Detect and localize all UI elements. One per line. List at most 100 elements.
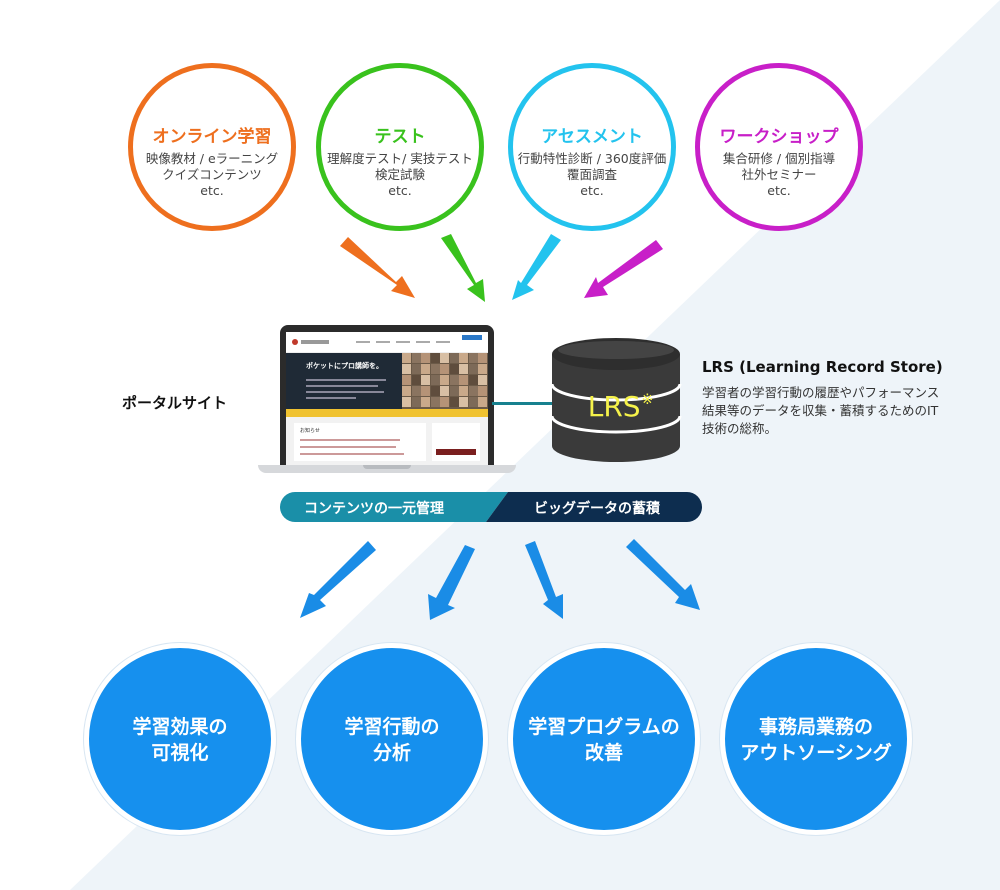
mini-photo-tile [421,353,430,363]
mini-photo-tile [421,364,430,374]
banner-left-shape [280,492,508,522]
mini-photo-tile [440,364,449,374]
mini-photo-tile [402,353,411,363]
arrow-to-outsourcing [626,539,700,610]
mini-nav-item [416,341,430,343]
mini-hero-line [306,397,356,399]
mini-photo-tile [430,397,440,407]
outcome-outsourcing: 事務局業務の アウトソーシング [720,643,912,835]
source-lines: 集合研修 / 個別指導 社外セミナー etc. [700,151,858,199]
source-line: 理解度テスト/ 実技テスト [327,151,473,166]
mini-news-line [300,446,396,448]
arrow-cyan [512,234,561,300]
lrs-mark-text: LRS [587,390,641,423]
mini-photo-tile [449,364,459,374]
source-circle-workshop: ワークショップ 集合研修 / 個別指導 社外セミナー etc. [695,63,863,231]
mini-photo-tile [459,375,468,385]
mini-logo-text [301,340,329,344]
outcome-visualization: 学習効果の 可視化 [84,643,276,835]
source-line: etc. [580,183,604,198]
mini-photo-tile [459,397,468,407]
mini-photo-tile [430,353,440,363]
arrow-to-visualization [300,541,376,618]
mini-photo-tile [430,386,440,396]
mini-photo-tile [440,375,449,385]
mini-photo-tile [449,397,459,407]
mini-photo-tile [478,375,487,385]
outcome-text: 学習効果の 可視化 [89,714,271,766]
mini-nav-button [462,335,482,340]
source-line: クイズコンテンツ [162,167,262,182]
outcome-line: 改善 [584,742,623,764]
outcome-line: 分析 [372,742,411,764]
outcome-line: アウトソーシング [740,742,892,764]
mini-photo-tile [449,375,459,385]
source-lines: 行動特性診断 / 360度評価 覆面調査 etc. [513,151,671,199]
mini-photo-tile [468,353,478,363]
mini-photo-tile [430,375,440,385]
mini-nav-item [356,341,370,343]
arrow-green [441,234,485,302]
source-lines: 映像教材 / eラーニング クイズコンテンツ etc. [133,151,291,199]
mini-photo-tile [468,375,478,385]
outcome-text: 事務局業務の アウトソーシング [725,714,907,766]
mini-photo-tile [459,364,468,374]
arrow-orange [340,237,415,298]
outcome-text: 学習行動の 分析 [301,714,483,766]
lrs-title: LRS (Learning Record Store) [702,358,943,376]
outcome-line: 事務局業務の [758,716,873,738]
lrs-mark-footnote: ※ [641,392,654,408]
mini-hero-line [306,379,386,381]
source-line: etc. [767,183,791,198]
mini-photo-tile [468,386,478,396]
source-title: テスト [374,127,426,147]
mini-photo-tile [468,364,478,374]
lrs-desc-line: 学習者の学習行動の履歴やパフォーマンス [702,385,940,400]
website-screenshot: ポケットにプロ講師を。 お知らせ [286,332,488,465]
mini-sidebar-button [436,449,476,455]
laptop-base [258,465,516,473]
mini-photo-tile [411,397,421,407]
mini-photo-tile [402,386,411,396]
source-line: etc. [388,183,412,198]
mini-photo-tile [459,386,468,396]
source-line: 覆面調査 [566,167,617,182]
source-line: 行動特性診断 / 360度評価 [517,151,667,166]
lrs-description: 学習者の学習行動の履歴やパフォーマンス 結果等のデータを収集・蓄積するためのIT… [702,384,939,438]
source-title: アセスメント [541,127,643,147]
laptop-illustration: ポケットにプロ講師を。 お知らせ [258,325,516,475]
banner-left-text: コンテンツの一元管理 [304,501,444,517]
mini-news-card: お知らせ [294,423,426,461]
mini-nav-item [436,341,450,343]
portal-lrs-connector [492,402,554,405]
source-line: 映像教材 / eラーニング [145,151,279,166]
mini-photo-tile [478,386,487,396]
mini-photo-tile [421,397,430,407]
outcome-line: 学習行動の [344,716,440,738]
source-line: 集合研修 / 個別指導 [722,151,836,166]
lrs-desc-line: 技術の総称。 [702,421,778,436]
banner-right-shape [486,492,702,522]
mini-photo-tile [440,397,449,407]
source-line: 検定試験 [374,167,425,182]
mini-photo-tile [402,364,411,374]
source-circle-online-learning: オンライン学習 映像教材 / eラーニング クイズコンテンツ etc. [128,63,296,231]
mini-news-line [300,453,404,455]
outcome-improvement: 学習プログラムの 改善 [508,643,700,835]
source-line: 社外セミナー [741,167,817,182]
mini-photo-tile [411,364,421,374]
mini-photo-tile [402,375,411,385]
outcome-text: 学習プログラムの 改善 [513,714,695,766]
mini-logo-icon [292,339,298,345]
mini-photo-tile [411,386,421,396]
lrs-desc-line: 結果等のデータを収集・蓄積するためのIT [702,403,939,418]
arrow-to-improvement [525,541,563,619]
mini-photo-tile [421,375,430,385]
laptop-notch [363,465,411,469]
arrow-magenta [584,240,663,298]
source-circle-assessment: アセスメント 行動特性診断 / 360度評価 覆面調査 etc. [508,63,676,231]
database-cylinder-icon [550,338,682,462]
